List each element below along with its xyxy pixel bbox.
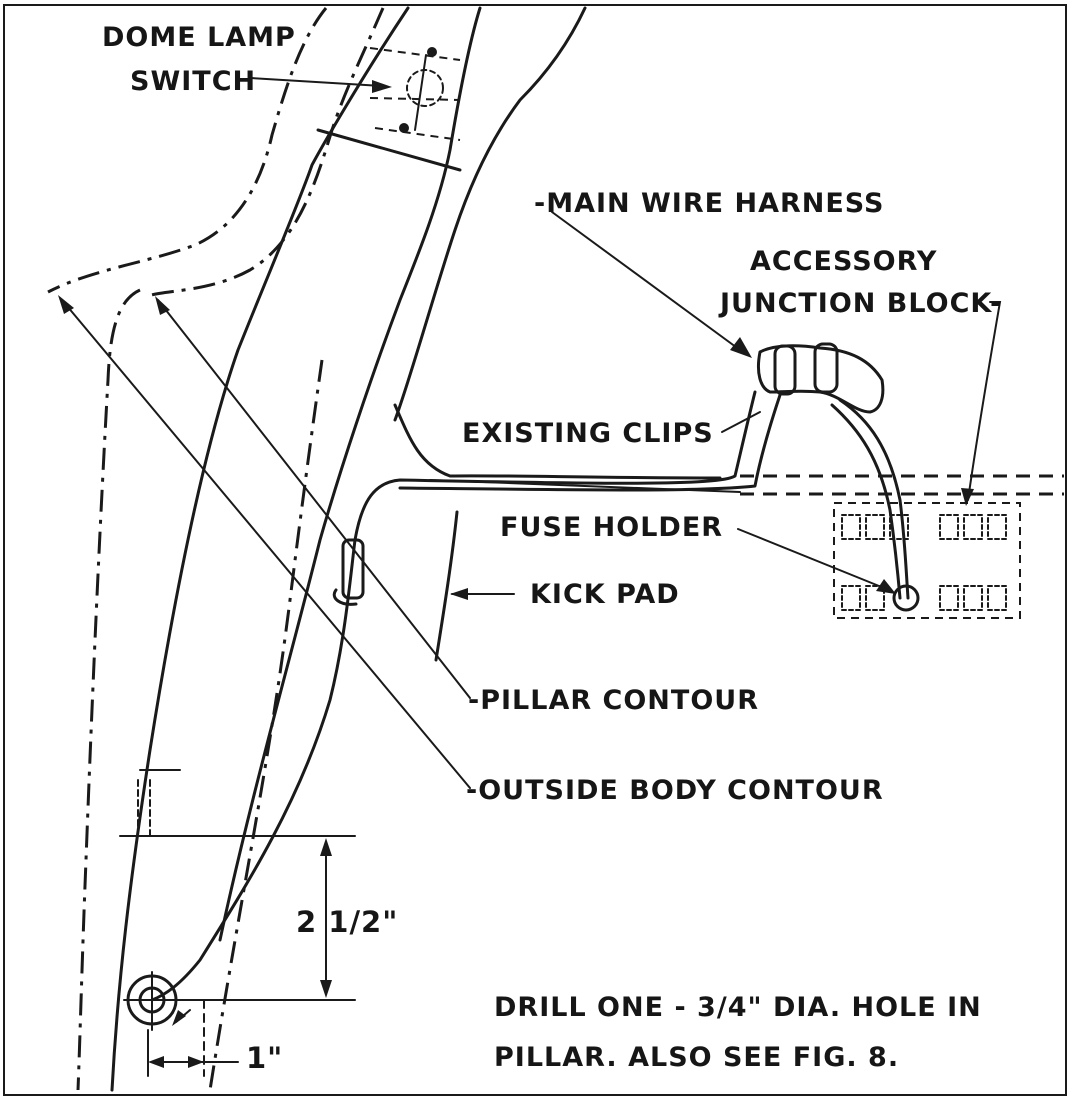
wire-to-fuse xyxy=(838,398,910,600)
label-vertical-dimension: 2 1/2" xyxy=(296,905,399,939)
outside-body-contour-lower xyxy=(76,288,141,1091)
dome-lamp-panel-edge xyxy=(316,128,462,172)
pillar-edge-inner xyxy=(393,6,587,422)
note-line-1: DRILL ONE - 3/4" DIA. HOLE IN xyxy=(494,992,982,1023)
existing-clips-leader xyxy=(721,411,761,433)
added-wire-second xyxy=(398,393,782,492)
label-accessory: ACCESSORY xyxy=(750,246,938,277)
label-outside-body-contour: -OUTSIDE BODY CONTOUR xyxy=(466,775,884,806)
main-harness-leader xyxy=(551,211,741,351)
dome-lamp-switch-icon xyxy=(406,69,444,107)
fuse-holder-terminal-icon xyxy=(892,584,920,612)
note-line-2: PILLAR. ALSO SEE FIG. 8. xyxy=(494,1042,900,1073)
windshield-edge xyxy=(218,6,482,942)
pillar-contour-leader xyxy=(157,299,471,699)
label-main-wire-harness: -MAIN WIRE HARNESS xyxy=(534,188,885,219)
horizontal-dim-arrow-right xyxy=(188,1056,204,1068)
wire-clip-pillar xyxy=(332,588,358,606)
label-pillar-contour: -PILLAR CONTOUR xyxy=(468,685,759,716)
label-junction-block: JUNCTION BLOCK- xyxy=(720,288,1003,319)
fuse-cells-top xyxy=(841,514,1007,540)
dome-switch-guide-1 xyxy=(369,47,461,61)
harness-clip-1 xyxy=(773,344,797,396)
figure-border xyxy=(3,4,1067,1096)
drill-hole-arrowhead xyxy=(172,1010,186,1026)
kick-pad-line xyxy=(434,510,459,662)
main-harness-arrowhead xyxy=(730,337,752,358)
accessory-junction-block xyxy=(833,502,1021,619)
harness-clip-2 xyxy=(813,342,839,394)
horizontal-dim-arrow-left xyxy=(148,1056,164,1068)
wire-grommet xyxy=(341,538,365,600)
dome-switch-guide-3 xyxy=(374,127,461,141)
switch-screw-top xyxy=(427,47,437,57)
dimension-arrow-down xyxy=(320,980,332,998)
label-horizontal-dimension: 1" xyxy=(246,1041,284,1075)
rocker-panel-edge xyxy=(393,403,722,480)
dome-lamp-leader xyxy=(249,77,383,87)
fuse-cells-bottom xyxy=(841,585,1007,611)
outside-body-arrowhead xyxy=(58,295,74,314)
switch-centerline xyxy=(414,54,427,131)
pillar-contour-arrowhead xyxy=(155,296,170,315)
main-wire-harness-connector xyxy=(756,344,885,414)
junction-block-leader xyxy=(967,301,1002,501)
label-switch: SWITCH xyxy=(130,66,257,97)
dome-switch-guide-2 xyxy=(369,97,461,101)
fuse-holder-arrowhead xyxy=(876,579,896,594)
label-fuse-holder: FUSE HOLDER xyxy=(500,512,724,543)
label-existing-clips: EXISTING CLIPS xyxy=(462,418,714,449)
outside-body-leader xyxy=(61,299,471,789)
kick-pad-arrowhead xyxy=(450,588,468,600)
fuse-holder-leader xyxy=(737,528,885,589)
hole-ref-dashed xyxy=(137,779,151,837)
junction-block-arrowhead xyxy=(961,488,974,506)
pillar-contour-lower xyxy=(208,359,324,1091)
pillar-edge-outer xyxy=(110,6,410,1092)
pillar-contour-line xyxy=(147,7,385,298)
switch-screw-bottom xyxy=(399,123,409,133)
label-kick-pad: KICK PAD xyxy=(530,579,680,610)
dimension-arrow-up xyxy=(320,838,332,856)
outside-body-contour-line xyxy=(47,7,328,294)
dome-lamp-arrowhead xyxy=(372,80,392,93)
label-dome-lamp: DOME LAMP xyxy=(102,22,296,53)
wire-to-fuse-second xyxy=(830,403,902,600)
